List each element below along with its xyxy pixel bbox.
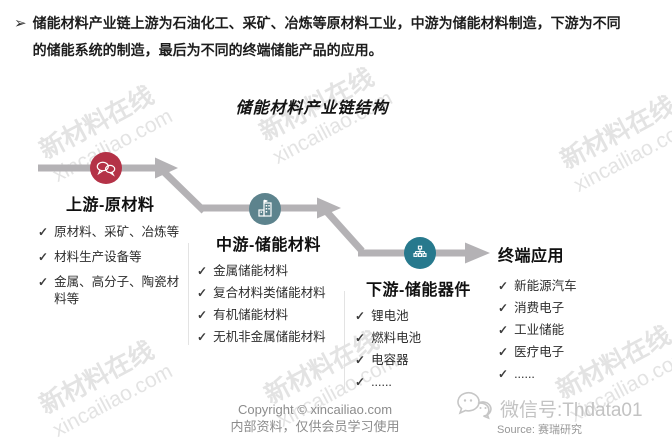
copyright-line1: Copyright © xincailiao.com (237, 402, 393, 417)
building-icon (258, 199, 272, 217)
check-icon: ✓ (498, 345, 509, 359)
wechat-id-label: 微信号:Thdata01 (500, 400, 643, 421)
check-icon: ✓ (197, 264, 208, 278)
list-item: ✓ 材料生产设备等 (38, 249, 190, 266)
check-icon: ✓ (197, 330, 208, 344)
list-item-text: 消费电子 (514, 301, 565, 315)
list-item-text: 医疗电子 (514, 345, 565, 359)
check-icon: ✓ (38, 275, 49, 289)
arrow-head-icon (317, 197, 341, 219)
arrow-bullet-icon: ➢ (14, 15, 27, 32)
list-item-text: 无机非金属储能材料 (213, 330, 326, 344)
list-item: ✓ 金属储能材料 (197, 263, 347, 280)
arrow-head-icon (465, 242, 490, 264)
list-item: ✓ 无机非金属储能材料 (197, 329, 347, 346)
org-chart-icon (413, 245, 427, 257)
stage-name-upstream: 上游-原材料 (66, 197, 155, 214)
upstream-list: ✓ 原材料、采矿、冶炼等 ✓ 材料生产设备等 ✓ 金属、高分子、陶瓷材料等 (38, 224, 190, 316)
list-item: ✓ 有机储能材料 (197, 307, 347, 324)
list-item-text: 材料生产设备等 (54, 250, 142, 264)
check-icon: ✓ (498, 301, 509, 315)
check-icon: ✓ (498, 323, 509, 337)
stage-name-midstream: 中游-储能材料 (216, 237, 321, 254)
list-item: ✓ 锂电池 (355, 308, 477, 325)
check-icon: ✓ (498, 367, 509, 381)
list-item: ✓ 消费电子 (498, 300, 630, 317)
diagram-title: 储能材料产业链结构 (235, 100, 389, 117)
list-item-text: 燃料电池 (371, 331, 422, 345)
downstream-list: ✓ 锂电池 ✓ 燃料电池 ✓ 电容器 ✓...... (355, 308, 477, 396)
midstream-node (249, 193, 281, 225)
list-item-text: 金属、高分子、陶瓷材料等 (54, 275, 180, 306)
stage-name-downstream: 下游-储能器件 (366, 282, 471, 299)
list-item-text: 新能源汽车 (514, 279, 577, 293)
check-icon: ✓ (498, 279, 509, 293)
list-item-text: 金属储能材料 (213, 264, 289, 278)
column-divider (344, 291, 345, 393)
intro-paragraph: ➢ 储能材料产业链上游为石油化工、采矿、冶炼等原材料工业，中游为储能材料制造，下… (14, 10, 623, 64)
list-item: ✓ 电容器 (355, 352, 477, 369)
check-icon: ✓ (38, 250, 49, 264)
downstream-node (404, 237, 436, 269)
list-item-text: ...... (514, 367, 535, 381)
check-icon: ✓ (197, 286, 208, 300)
wechat-icon (457, 392, 492, 420)
end-applications-list: ✓ 新能源汽车 ✓ 消费电子 ✓ 工业储能 ✓ 医疗电子 ✓...... (498, 278, 630, 388)
list-item: ✓ 医疗电子 (498, 344, 630, 361)
stage-name-end-applications: 终端应用 (498, 248, 565, 265)
intro-text: 储能材料产业链上游为石油化工、采矿、冶炼等原材料工业，中游为储能材料制造，下游为… (32, 15, 621, 58)
list-item-text: 工业储能 (514, 323, 565, 337)
column-divider (188, 243, 189, 345)
list-item: ✓ 金属、高分子、陶瓷材料等 (38, 274, 190, 308)
upstream-node (90, 152, 122, 184)
check-icon: ✓ (355, 309, 366, 323)
list-item: ✓...... (498, 366, 630, 383)
list-item: ✓ 原材料、采矿、冶炼等 (38, 224, 190, 241)
source-label: Source: 赛瑞研究 (497, 424, 582, 436)
list-item: ✓ 工业储能 (498, 322, 630, 339)
list-item: ✓ 燃料电池 (355, 330, 477, 347)
list-item-text: 有机储能材料 (213, 308, 289, 322)
check-icon: ✓ (355, 353, 366, 367)
list-item-text: 复合材料类储能材料 (213, 286, 326, 300)
midstream-list: ✓ 金属储能材料 ✓ 复合材料类储能材料 ✓ 有机储能材料 ✓ 无机非金属储能材料 (197, 263, 347, 351)
list-item-text: 原材料、采矿、冶炼等 (54, 225, 180, 239)
copyright-line2: 内部资料，仅供会员学习使用 (230, 419, 400, 434)
list-item: ✓...... (355, 374, 477, 391)
arrow-head-icon (155, 157, 178, 179)
check-icon: ✓ (355, 375, 366, 389)
list-item-text: ...... (371, 375, 392, 389)
list-item: ✓ 复合材料类储能材料 (197, 285, 347, 302)
list-item-text: 锂电池 (371, 309, 409, 323)
chat-bubbles-icon (96, 161, 116, 177)
check-icon: ✓ (38, 225, 49, 239)
copyright-block: Copyright © xincailiao.com 内部资料，仅供会员学习使用 (160, 401, 470, 435)
check-icon: ✓ (197, 308, 208, 322)
list-item-text: 电容器 (371, 353, 409, 367)
check-icon: ✓ (355, 331, 366, 345)
list-item: ✓ 新能源汽车 (498, 278, 630, 295)
